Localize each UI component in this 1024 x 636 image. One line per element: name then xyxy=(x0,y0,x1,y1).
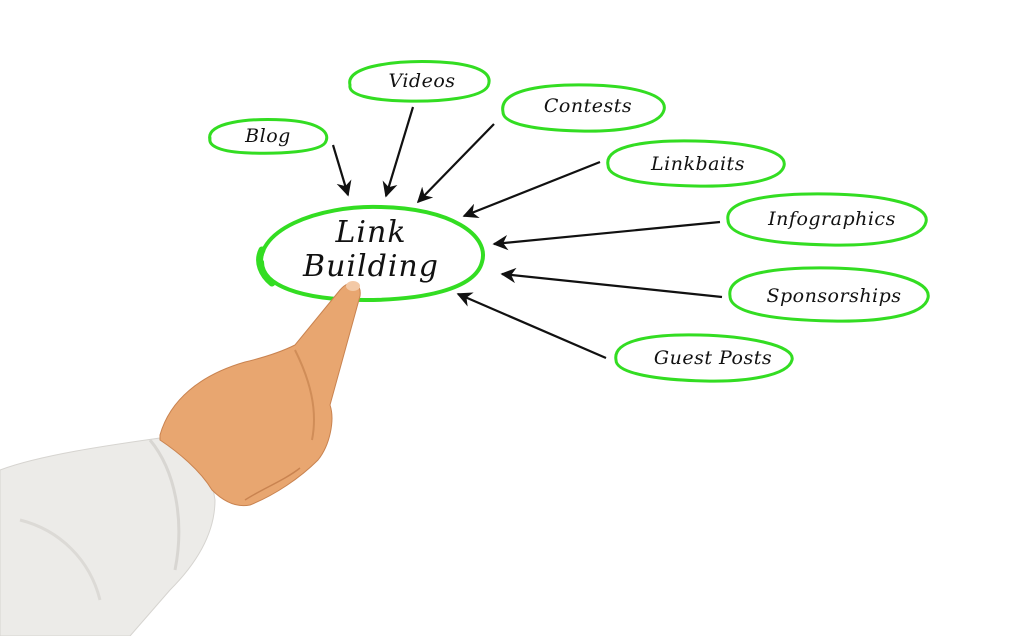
center-label: Link Building xyxy=(303,216,439,284)
node-linkbaits: Linkbaits xyxy=(651,153,745,175)
center-ellipse xyxy=(256,204,485,303)
center-label-line1: Link xyxy=(335,215,407,250)
arrow-linkbaits xyxy=(462,160,601,219)
node-blog: Blog xyxy=(245,125,291,147)
ellipse-linkbaits xyxy=(606,139,786,188)
ellipse-infographics xyxy=(726,192,928,247)
ellipse-blog xyxy=(208,118,329,155)
arrow-videos xyxy=(382,106,415,198)
arrow-contests xyxy=(416,123,495,204)
node-videos: Videos xyxy=(388,70,456,92)
shirt-sleeve xyxy=(0,436,216,636)
hand xyxy=(159,282,361,507)
ellipse-videos xyxy=(348,60,491,103)
node-contests: Contests xyxy=(543,95,633,117)
ellipse-contests xyxy=(501,83,666,133)
ellipse-guest-posts xyxy=(614,333,794,383)
arrow-infographics xyxy=(492,220,721,251)
arrow-sponsorships xyxy=(500,267,723,299)
arrow-guest-posts xyxy=(456,292,607,360)
ellipse-sponsorships xyxy=(728,266,930,323)
node-infographics: Infographics xyxy=(768,208,896,230)
node-guest-posts: Guest Posts xyxy=(653,347,773,369)
center-label-line2: Building xyxy=(303,249,439,284)
arrow-blog xyxy=(331,144,352,197)
node-sponsorships: Sponsorships xyxy=(766,285,902,307)
